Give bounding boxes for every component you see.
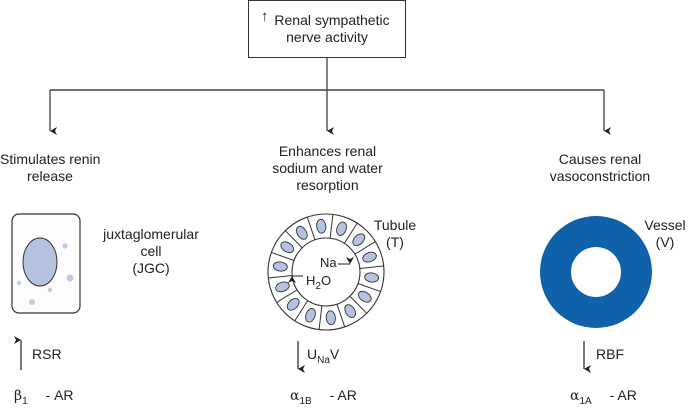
tubule-cell-border xyxy=(271,251,295,261)
na-label: Na xyxy=(320,255,337,270)
receptor-symbol: α xyxy=(290,388,300,404)
tubule-cell-nucleus xyxy=(316,218,327,234)
jgc-granule xyxy=(29,299,35,305)
tubule-cell-border xyxy=(294,300,309,322)
tubule-cell-nucleus xyxy=(352,233,366,247)
jgc-label-line2: cell xyxy=(140,243,162,259)
tubule-cell-border xyxy=(306,216,316,240)
jgc-nucleus xyxy=(22,237,58,287)
tubule-cell-border xyxy=(349,295,368,314)
tubule-cell-border xyxy=(336,304,346,328)
alpha1a-receptor-label: α1A - AR xyxy=(570,387,637,410)
increase-arrow-icon: ↑ xyxy=(261,8,269,25)
unav-sub: Na xyxy=(317,355,330,366)
h2o-h: H xyxy=(306,273,316,288)
jgc-granule xyxy=(62,243,68,249)
receptor-suffix: - AR xyxy=(329,387,357,403)
jgc-label-line1: juxtaglomerular xyxy=(103,226,199,242)
jgc-granules xyxy=(16,243,74,305)
jgc-granule xyxy=(16,280,22,286)
receptor-subscript: 1 xyxy=(22,396,28,407)
tubule-label-line1: Tubule xyxy=(373,217,417,233)
tubule-cell-border xyxy=(357,283,381,293)
h2o-sub: 2 xyxy=(315,281,321,292)
tubule-cell-border xyxy=(359,265,384,269)
jgc-granule xyxy=(47,287,53,293)
tubule-lumen xyxy=(291,237,361,307)
jgc-label: juxtaglomerular cell (JGC) xyxy=(96,226,206,277)
alpha1b-receptor-label: α1B - AR xyxy=(290,387,357,410)
renin-heading: Stimulates renin release xyxy=(0,151,100,185)
receptor-suffix: - AR xyxy=(609,387,637,403)
h2o-o: O xyxy=(320,273,332,288)
top-box-line1: Renal sympathetic xyxy=(274,12,390,28)
vessel-label: Vessel (V) xyxy=(641,217,689,251)
receptor-subscript: 1A xyxy=(579,396,592,407)
vaso-heading-line2: vasoconstriction xyxy=(549,168,651,184)
renal-sympathetic-nerve-activity-box: ↑ Renal sympathetic nerve activity xyxy=(248,0,406,58)
beta1-receptor-label: β1 - AR xyxy=(14,387,74,410)
rbf-label: RBF xyxy=(596,346,624,362)
sodium-water-heading: Enhances renal sodium and water resorpti… xyxy=(260,143,395,194)
vaso-heading-line1: Causes renal xyxy=(558,151,642,167)
top-box-line2: nerve activity xyxy=(286,29,368,45)
receptor-subscript: 1B xyxy=(299,396,312,407)
unav-u: U xyxy=(307,346,318,362)
tubule-cell-border xyxy=(354,241,376,255)
tubule-cell-border xyxy=(268,275,293,279)
jgc-granule xyxy=(66,274,74,282)
tubule-cell-nucleus xyxy=(344,304,356,319)
tubule-cell-nucleus xyxy=(325,310,336,326)
vessel-label-line2: (V) xyxy=(655,234,675,250)
renin-heading-line2: release xyxy=(27,168,73,184)
vessel-lumen xyxy=(571,247,621,297)
jgc-label-line3: (JGC) xyxy=(132,260,170,276)
vasoconstriction-heading: Causes renal vasoconstriction xyxy=(540,151,660,185)
tubule-cell-border xyxy=(329,214,334,239)
tubule-cell-nucleus xyxy=(336,221,347,236)
tubule-cell-nucleus xyxy=(357,290,372,303)
tubule-cell-border xyxy=(318,305,323,330)
unav-v: V xyxy=(329,346,340,362)
h2o-label: H2O xyxy=(306,272,331,295)
tubule-cell-nucleus xyxy=(305,308,316,323)
vessel-label-line1: Vessel xyxy=(644,217,686,233)
receptor-symbol: β xyxy=(14,388,23,404)
tubule-label-line2: (T) xyxy=(386,234,404,250)
tubule-cell-nucleus xyxy=(362,251,377,263)
sodium-heading-line2: sodium and water xyxy=(272,160,383,176)
tubule-cell-border xyxy=(343,222,358,244)
tubule-cross-section xyxy=(267,213,385,331)
tubule-cell-nucleus xyxy=(364,272,380,283)
receptor-suffix: - AR xyxy=(45,387,74,403)
tubule-cell-nucleus xyxy=(286,297,300,311)
tubule-cell-border xyxy=(276,289,298,303)
unav-label: UNaV xyxy=(307,346,339,369)
tubule-cell-nucleus xyxy=(272,261,288,272)
tubule-cell-nucleus xyxy=(275,281,290,293)
receptor-symbol: α xyxy=(570,388,580,404)
renin-heading-line1: Stimulates renin xyxy=(0,151,101,167)
tubule-label: Tubule (T) xyxy=(370,217,420,251)
sodium-heading-line1: Enhances renal xyxy=(278,143,377,159)
tubule-cell-nucleus xyxy=(280,241,295,254)
rsr-label: RSR xyxy=(32,346,62,362)
sodium-heading-line3: resorption xyxy=(296,177,359,193)
tubule-cell-nucleus xyxy=(296,225,308,240)
tubule-cell-border xyxy=(284,230,303,249)
